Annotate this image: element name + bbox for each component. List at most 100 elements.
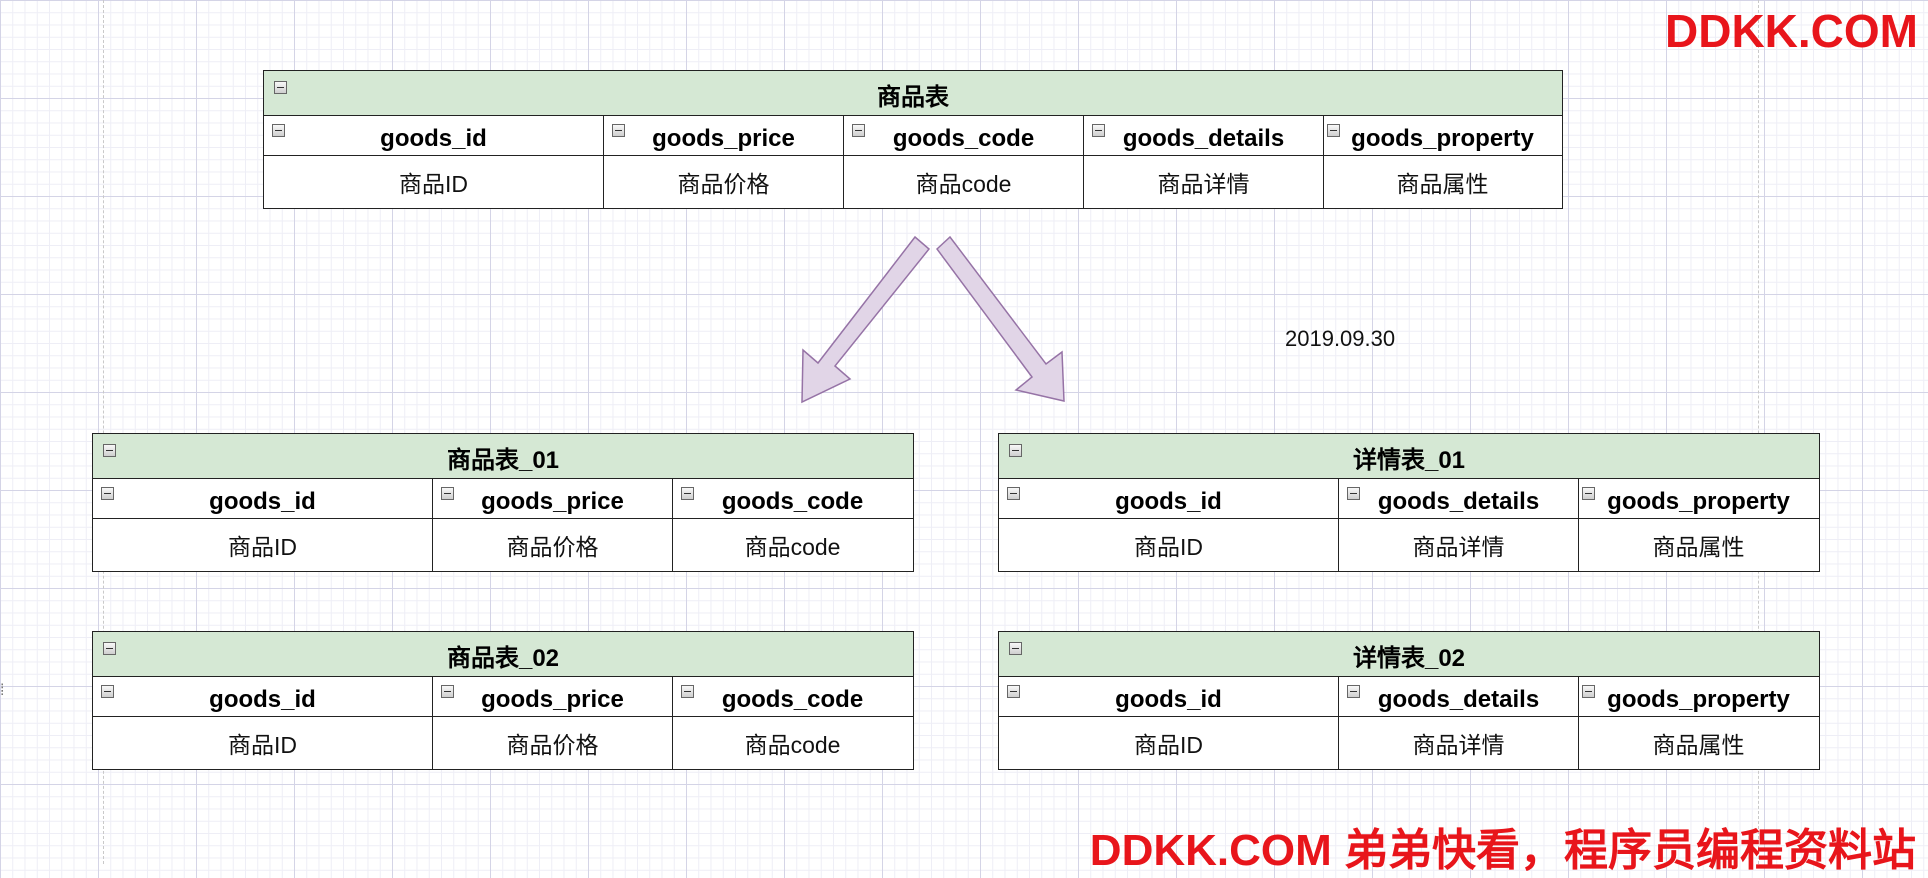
collapse-icon[interactable] xyxy=(681,487,694,500)
table-title-text: 商品表 xyxy=(877,84,949,111)
cell-text: 商品code xyxy=(744,732,841,758)
column-name: goods_id xyxy=(1115,487,1222,515)
watermark-bottom: DDKK.COM 弟弟快看，程序员编程资料站 xyxy=(1089,826,1916,875)
collapse-icon[interactable] xyxy=(1007,487,1020,500)
column-header[interactable]: goods_price xyxy=(604,116,844,155)
table-cell[interactable]: 商品属性 xyxy=(1579,717,1818,769)
cell-text: 商品属性 xyxy=(1396,171,1489,197)
collapse-icon[interactable] xyxy=(1582,685,1595,698)
column-name: goods_id xyxy=(209,685,316,713)
collapse-icon[interactable] xyxy=(1007,685,1020,698)
column-header[interactable]: goods_id xyxy=(999,479,1339,518)
column-name: goods_code xyxy=(721,487,864,515)
column-header[interactable]: goods_id xyxy=(999,677,1339,716)
table-goods-02[interactable]: 商品表_02 goods_id goods_price goods_code 商… xyxy=(92,631,914,770)
cell-text: 商品ID xyxy=(228,732,297,758)
table-cell[interactable]: 商品价格 xyxy=(433,519,673,571)
table-title-text: 详情表_02 xyxy=(1352,645,1466,672)
column-name: goods_id xyxy=(1115,685,1222,713)
collapse-icon[interactable] xyxy=(274,81,287,94)
cell-text: 商品详情 xyxy=(1412,732,1505,758)
table-cell[interactable]: 商品价格 xyxy=(604,156,844,208)
table-title: 详情表_01 xyxy=(999,434,1819,479)
collapse-icon[interactable] xyxy=(101,685,114,698)
collapse-icon[interactable] xyxy=(1092,124,1105,137)
column-name: goods_details xyxy=(1122,124,1285,152)
collapse-icon[interactable] xyxy=(101,487,114,500)
column-header[interactable]: goods_price xyxy=(433,677,673,716)
collapse-icon[interactable] xyxy=(612,124,625,137)
table-cell[interactable]: 商品属性 xyxy=(1579,519,1818,571)
table-cell[interactable]: 商品属性 xyxy=(1324,156,1561,208)
column-name: goods_property xyxy=(1607,487,1790,515)
table-details-01[interactable]: 详情表_01 goods_id goods_details goods_prop… xyxy=(998,433,1820,572)
column-name: goods_details xyxy=(1377,685,1540,713)
collapse-icon[interactable] xyxy=(1347,487,1360,500)
collapse-icon[interactable] xyxy=(681,685,694,698)
table-cell[interactable]: 商品ID xyxy=(264,156,604,208)
column-header[interactable]: goods_id xyxy=(264,116,604,155)
table-cell[interactable]: 商品code xyxy=(673,519,912,571)
column-header[interactable]: goods_property xyxy=(1324,116,1561,155)
column-header[interactable]: goods_property xyxy=(1579,479,1818,518)
cell-text: 商品详情 xyxy=(1412,534,1505,560)
table-cell[interactable]: 商品详情 xyxy=(1339,519,1579,571)
collapse-icon[interactable] xyxy=(1347,685,1360,698)
cell-text: 商品属性 xyxy=(1652,732,1745,758)
cell-text: 商品属性 xyxy=(1652,534,1745,560)
table-cell[interactable]: 商品code xyxy=(844,156,1084,208)
table-title: 商品表 xyxy=(264,71,1562,116)
table-goods-01[interactable]: 商品表_01 goods_id goods_price goods_code 商… xyxy=(92,433,914,572)
column-name: goods_price xyxy=(652,124,795,152)
collapse-icon[interactable] xyxy=(441,685,454,698)
column-header[interactable]: goods_id xyxy=(93,479,433,518)
column-header[interactable]: goods_code xyxy=(844,116,1084,155)
table-cell[interactable]: 商品code xyxy=(673,717,912,769)
table-title: 商品表_02 xyxy=(93,632,913,677)
table-cell[interactable]: 商品详情 xyxy=(1339,717,1579,769)
table-details-02[interactable]: 详情表_02 goods_id goods_details goods_prop… xyxy=(998,631,1820,770)
column-header[interactable]: goods_id xyxy=(93,677,433,716)
cell-text: 商品价格 xyxy=(506,534,599,560)
column-name: goods_id xyxy=(209,487,316,515)
split-arrow-right[interactable] xyxy=(935,235,1065,402)
collapse-icon[interactable] xyxy=(1327,124,1340,137)
table-cell[interactable]: 商品价格 xyxy=(433,717,673,769)
collapse-icon[interactable] xyxy=(103,642,116,655)
column-header[interactable]: goods_details xyxy=(1339,677,1579,716)
collapse-icon[interactable] xyxy=(1009,444,1022,457)
table-title-text: 商品表_01 xyxy=(446,447,560,474)
column-name: goods_property xyxy=(1351,124,1534,152)
collapse-icon[interactable] xyxy=(272,124,285,137)
collapse-icon[interactable] xyxy=(103,444,116,457)
column-header[interactable]: goods_details xyxy=(1339,479,1579,518)
table-cell[interactable]: 商品ID xyxy=(999,519,1339,571)
collapse-icon[interactable] xyxy=(1009,642,1022,655)
table-title-text: 详情表_01 xyxy=(1352,447,1466,474)
split-arrow-left[interactable] xyxy=(801,235,931,404)
column-name: goods_property xyxy=(1607,685,1790,713)
column-header[interactable]: goods_code xyxy=(673,479,912,518)
cell-text: 商品ID xyxy=(1134,534,1203,560)
collapse-icon[interactable] xyxy=(852,124,865,137)
cell-text: 商品code xyxy=(915,171,1012,197)
table-cell[interactable]: 商品ID xyxy=(999,717,1339,769)
column-header[interactable]: goods_property xyxy=(1579,677,1818,716)
cell-text: 商品价格 xyxy=(677,171,770,197)
table-cell[interactable]: 商品详情 xyxy=(1084,156,1324,208)
column-name: goods_price xyxy=(481,487,624,515)
cell-text: 商品详情 xyxy=(1157,171,1250,197)
column-header[interactable]: goods_price xyxy=(433,479,673,518)
table-cell[interactable]: 商品ID xyxy=(93,519,433,571)
collapse-icon[interactable] xyxy=(441,487,454,500)
table-title: 详情表_02 xyxy=(999,632,1819,677)
table-cell[interactable]: 商品ID xyxy=(93,717,433,769)
column-header[interactable]: goods_code xyxy=(673,677,912,716)
splitter-grip-icon[interactable]: ⁞ xyxy=(0,682,5,699)
collapse-icon[interactable] xyxy=(1582,487,1595,500)
column-header[interactable]: goods_details xyxy=(1084,116,1324,155)
column-name: goods_code xyxy=(721,685,864,713)
table-goods[interactable]: 商品表 goods_id goods_price goods_code good… xyxy=(263,70,1563,209)
cell-text: 商品ID xyxy=(1134,732,1203,758)
